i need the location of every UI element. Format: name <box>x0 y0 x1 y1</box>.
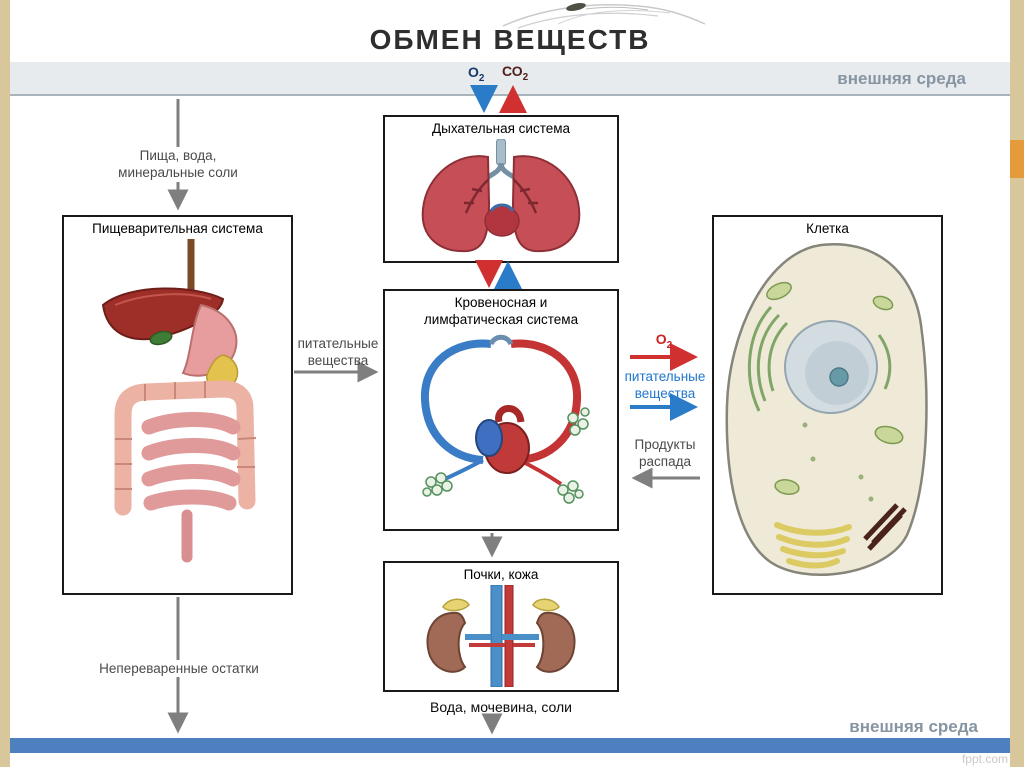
kidneys-illustration <box>426 584 576 687</box>
o2-gas-label: О2 <box>468 64 485 84</box>
gallbladder <box>149 330 172 346</box>
vein-loop <box>420 339 492 464</box>
heart-shadow <box>484 205 520 237</box>
liver-highlight <box>114 293 211 306</box>
o2-to-cell-label: О2 <box>655 331 673 351</box>
lung-capillaries <box>488 334 514 346</box>
centriole-rods <box>862 503 907 551</box>
digestive-box-label: Пищеварительная система <box>92 221 263 236</box>
cell-box: Клетка <box>712 215 943 595</box>
decay-products-label: Продукты распада <box>634 437 696 470</box>
right-lung <box>511 154 581 252</box>
mitochondria <box>765 281 903 495</box>
left-edge-strip <box>0 0 10 767</box>
kidneys-skin-box: Почки, кожа <box>383 561 619 692</box>
decorative-plant-sketch <box>502 2 706 29</box>
respiratory-box-label: Дыхательная система <box>431 121 571 136</box>
orange-accent-block <box>1010 140 1024 178</box>
nutrients-label-blue: питательные вещества <box>624 369 706 402</box>
lymph-capillary-cluster-right-top <box>567 407 590 436</box>
env-top-label: внешняя среда <box>837 69 966 88</box>
digestive-system-box: Пищеварительная система <box>62 215 293 595</box>
small-intestine <box>141 411 240 511</box>
digestive-illustration <box>101 238 256 563</box>
nutrients-label-gray: питательные вещества <box>297 336 379 369</box>
aorta-arch <box>495 404 525 423</box>
page-title: ОБМЕН ВЕЩЕСТВ <box>369 24 651 55</box>
artery-loop <box>510 339 582 464</box>
env-bottom-label: внешняя среда <box>849 717 978 736</box>
adrenal-left <box>442 598 470 612</box>
heart-atrium <box>475 418 503 457</box>
fppt-watermark: fppt.com <box>961 752 1008 766</box>
nucleolus <box>828 367 849 387</box>
respiratory-system-box: Дыхательная система <box>383 115 619 263</box>
undigested-remains-label: Непереваренные остатки <box>84 660 274 678</box>
lymph-capillary-cluster-left <box>422 472 453 497</box>
food-intake-label: Пища, вода, минеральные соли <box>88 147 268 182</box>
trachea <box>496 138 506 166</box>
kidney-right <box>535 611 576 673</box>
pulmonary-vessel <box>489 203 515 212</box>
cell-illustration <box>725 242 928 576</box>
external-environment-band-bottom <box>10 738 1010 753</box>
golgi-apparatus <box>773 521 852 569</box>
kidneys-box-label: Почки, кожа <box>463 567 539 582</box>
right-edge-strip <box>1010 0 1024 767</box>
right-bronchial-tree <box>512 177 538 214</box>
adrenal-right <box>532 598 560 612</box>
ribosome-dots <box>802 422 873 502</box>
endoplasmic-reticulum <box>747 305 891 412</box>
vein-branch <box>442 458 484 482</box>
circulatory-illustration <box>420 334 590 504</box>
circulatory-system-box: Кровеносная и лимфатическая система <box>383 289 619 531</box>
large-intestine <box>114 380 255 516</box>
vena-cava <box>490 584 503 687</box>
left-lung <box>421 154 491 252</box>
excretion-label: Вода, мочевина, соли <box>430 699 572 715</box>
co2-gas-label: СО2 <box>502 63 529 83</box>
kidney-left <box>426 611 467 673</box>
haustra-segments <box>114 380 256 490</box>
cell-box-label: Клетка <box>806 221 849 236</box>
left-bronchial-tree <box>464 177 490 214</box>
circulatory-box-label: Кровеносная и лимфатическая система <box>423 295 579 327</box>
lungs-illustration <box>421 138 581 252</box>
lymph-capillary-cluster-right-bottom <box>557 480 584 504</box>
